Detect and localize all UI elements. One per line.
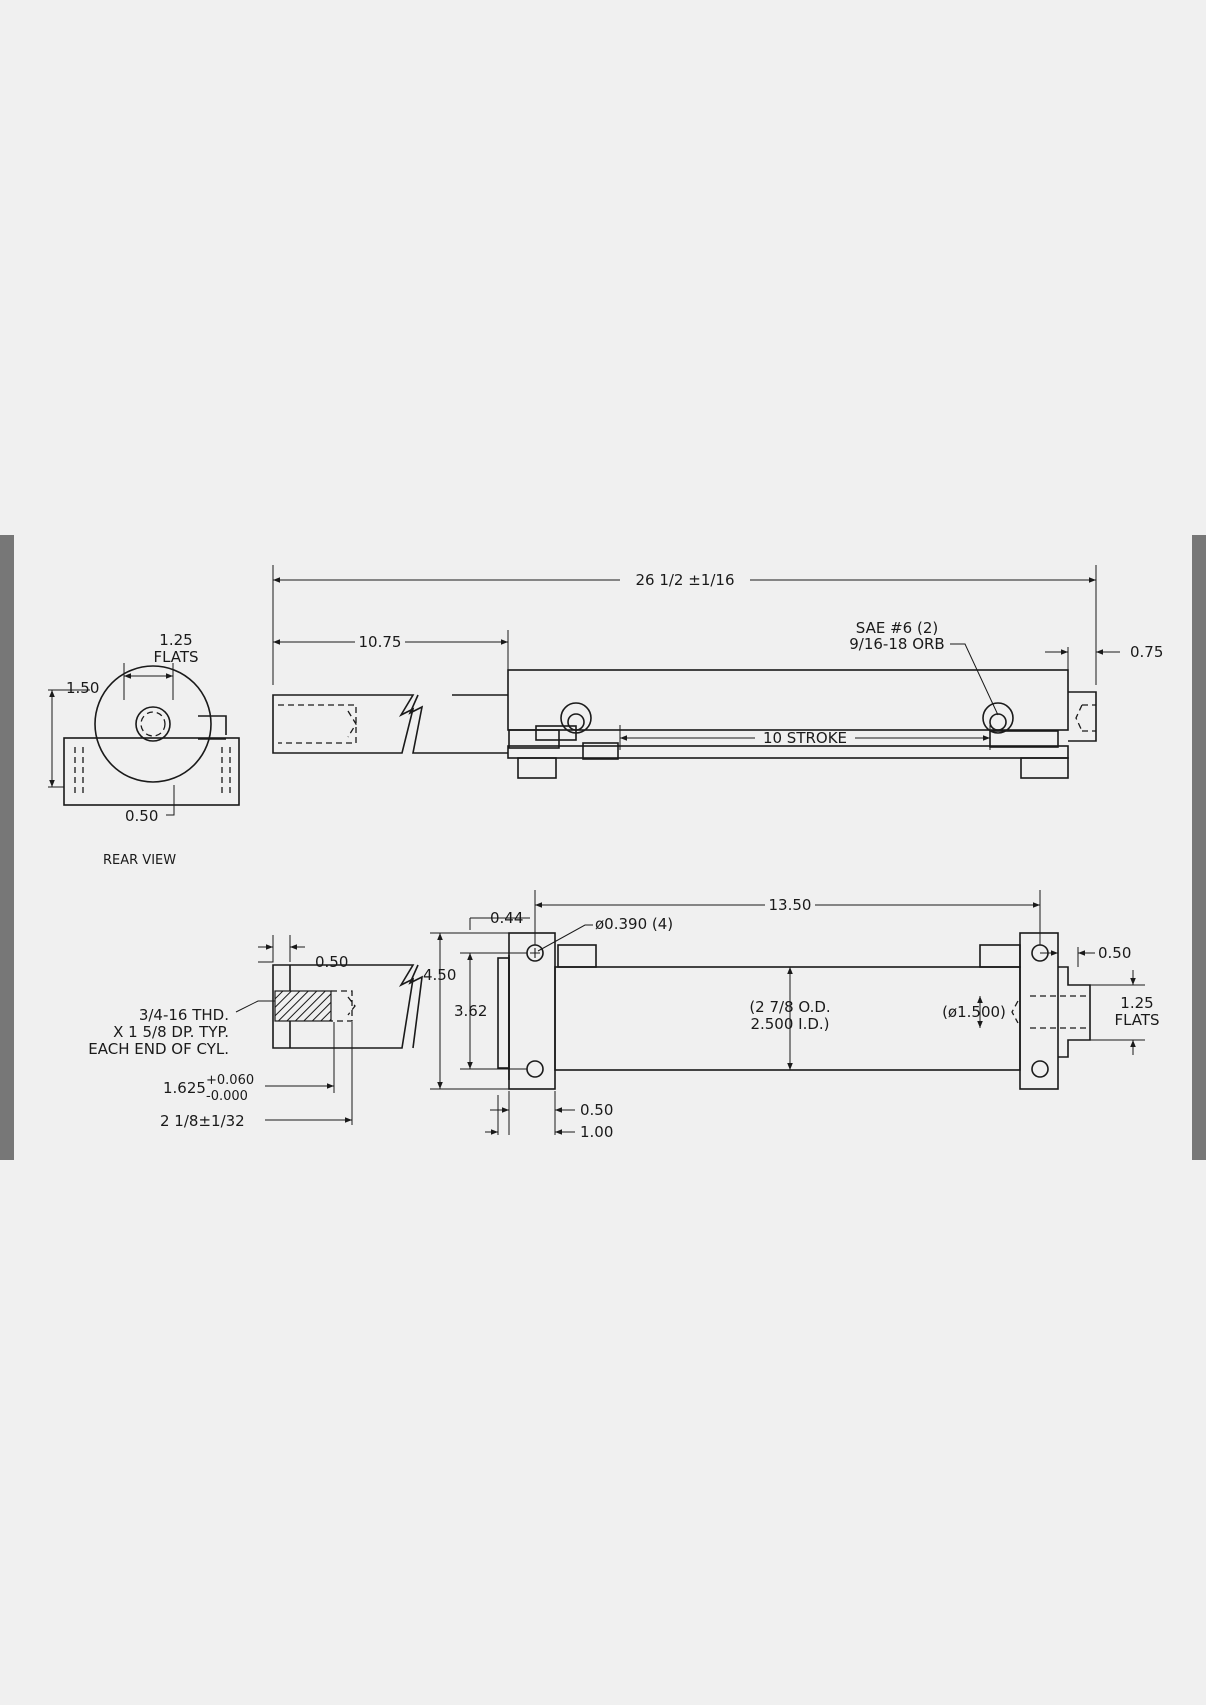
rear-flats-label: FLATS [153, 648, 198, 666]
bore-tol-minus: -0.000 [206, 1089, 248, 1104]
bottom-rod-end [272, 964, 415, 1049]
bottom-view [235, 890, 1145, 1135]
rear-inner-circle [135, 706, 171, 742]
bottom-flats-label: FLATS [1114, 1011, 1159, 1029]
bottom-right-offset-dim: 0.50 [1098, 944, 1131, 962]
rod-length-dim: 10.75 [359, 633, 402, 651]
hole-height-dim: 3.62 [454, 1002, 487, 1020]
rear-hidden-circle [140, 711, 166, 737]
side-rod-end [272, 694, 415, 754]
plate-offset-dim: 0.44 [490, 909, 523, 927]
side-port-right [982, 702, 1014, 734]
rear-flats-value: 1.25 [159, 631, 192, 649]
hole-spacing-dim: 13.50 [769, 896, 812, 914]
side-cylinder-body [507, 669, 1069, 731]
bore-base-dim: 1.625 [163, 1079, 206, 1097]
mount-hole-bottom-left [526, 1060, 544, 1078]
rear-outer-circle [94, 665, 212, 783]
right-border-bar [1192, 535, 1206, 1160]
tube-id-dim: 2.500 I.D.) [750, 1015, 829, 1033]
bottom-rod-offset-dim: 0.50 [315, 953, 348, 971]
rear-base-block [63, 737, 240, 806]
port-spec-line2: 9/16-18 ORB [849, 635, 944, 653]
tube-od-dim: (2 7/8 O.D. [749, 998, 830, 1016]
bottom-flats-value: 1.25 [1120, 994, 1153, 1012]
bore-tol-plus: +0.060 [206, 1073, 254, 1088]
technical-drawing: 1.25 FLATS 1.50 0.50 REAR VIEW [48, 565, 1163, 1141]
mount-hole-bottom-right [1031, 1060, 1049, 1078]
plate-height-dim: 4.50 [423, 966, 456, 984]
side-view [272, 565, 1120, 779]
plate-width-dim: 1.00 [580, 1123, 613, 1141]
left-flange-plate [508, 932, 556, 1090]
end-length-dim: 2 1/8±1/32 [160, 1112, 245, 1130]
rear-offset-dim: 0.50 [125, 807, 158, 825]
port-spec-line1: SAE #6 (2) [856, 619, 938, 637]
stroke-dim: 10 STROKE [763, 729, 847, 747]
thread-section [274, 990, 332, 1022]
rear-port-boss [198, 715, 227, 740]
drawing-frame: 1.25 FLATS 1.50 0.50 REAR VIEW [0, 535, 1206, 1160]
thread-spec-line3: EACH END OF CYL. [88, 1040, 229, 1058]
rear-height-dim: 1.50 [66, 679, 99, 697]
hole-diameter-dim: ø0.390 (4) [595, 915, 673, 933]
side-lower-rail [507, 745, 1069, 759]
left-border-bar [0, 535, 14, 1160]
thread-spec-line1: 3/4-16 THD. [139, 1006, 229, 1024]
side-right-offset-dim: 0.75 [1130, 643, 1163, 661]
rear-hidden-lines [74, 747, 231, 797]
right-flange-plate [1019, 932, 1059, 1090]
thread-spec-line2: X 1 5/8 DP. TYP. [113, 1023, 229, 1041]
plate-thickness-dim: 0.50 [580, 1101, 613, 1119]
overall-length-dim: 26 1/2 ±1/16 [635, 571, 734, 589]
rear-view [48, 663, 240, 816]
pin-diameter-dim: (ø1.500) [942, 1003, 1006, 1021]
rear-view-title: REAR VIEW [103, 853, 176, 868]
